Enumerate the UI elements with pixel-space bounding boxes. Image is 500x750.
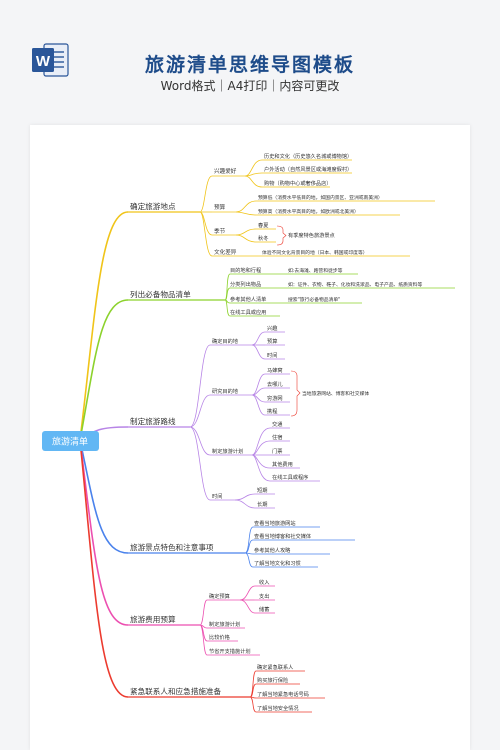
svg-text:收入: 收入 <box>259 578 269 586</box>
branch-6-label[interactable]: 紧急联系人和应急措施准备 <box>130 686 222 696</box>
svg-text:预算: 预算 <box>214 203 226 211</box>
svg-text:其他费用: 其他费用 <box>272 460 293 468</box>
svg-text:马蜂窝: 马蜂窝 <box>267 366 283 374</box>
svg-text:户外活动（自然风景区或海滩度假村）: 户外活动（自然风景区或海滩度假村） <box>264 165 352 173</box>
svg-text:春夏: 春夏 <box>258 221 269 229</box>
word-logo-letter: W <box>36 53 51 70</box>
svg-text:门票: 门票 <box>272 447 282 455</box>
svg-text:时间: 时间 <box>267 351 277 359</box>
svg-text:查看当地旅游网站: 查看当地旅游网站 <box>254 519 296 527</box>
svg-text:秋冬: 秋冬 <box>258 234 268 242</box>
svg-text:研究目的地: 研究目的地 <box>212 387 238 395</box>
svg-text:搜索"旅行必备物品清单": 搜索"旅行必备物品清单" <box>288 296 340 303</box>
svg-text:交通: 交通 <box>272 420 283 428</box>
svg-text:体验不同文化背景目的地（日本、韩国或印度等）: 体验不同文化背景目的地（日本、韩国或印度等） <box>262 249 368 256</box>
root-node[interactable] <box>42 431 99 451</box>
header: W 旅游清单思维导图模板 Word格式｜A4打印｜内容可更改 <box>0 0 500 110</box>
page-subtitle: Word格式｜A4打印｜内容可更改 <box>160 79 340 93</box>
svg-text:节省开支措施计划: 节省开支措施计划 <box>209 647 251 655</box>
branch-2-label[interactable]: 列出必备物品清单 <box>130 289 191 299</box>
svg-text:目的地和行程: 目的地和行程 <box>230 266 261 274</box>
mindmap: 旅游清单 确定旅游地点 <box>42 152 455 713</box>
svg-text:分类列出物品: 分类列出物品 <box>230 280 261 288</box>
svg-text:住宿: 住宿 <box>272 433 282 441</box>
branch-line-5 <box>79 439 129 626</box>
svg-text:比较价格: 比较价格 <box>209 633 231 641</box>
svg-text:查看当地博客和社交媒体: 查看当地博客和社交媒体 <box>254 532 312 540</box>
branch-5-label[interactable]: 旅游费用预算 <box>130 614 176 624</box>
word-icon: W <box>32 43 69 77</box>
svg-text:如：证件、衣物、鞋子、化妆和洗漱品、电子产品、纸质资料等: 如：证件、衣物、鞋子、化妆和洗漱品、电子产品、纸质资料等 <box>288 281 423 288</box>
branch-4: 旅游景点特色和注意事项 查看当地旅游网站 查看当地博客和社交媒体 参考其他人攻略… <box>128 519 355 568</box>
branch-line-1 <box>79 211 129 441</box>
svg-text:预算低（消费水平低目的地，如国内景区、亚洲或南美洲）: 预算低（消费水平低目的地，如国内景区、亚洲或南美洲） <box>258 194 383 201</box>
branch-line-6 <box>79 439 129 698</box>
svg-text:支出: 支出 <box>259 592 269 600</box>
svg-text:购物（购物中心或奢侈品店）: 购物（购物中心或奢侈品店） <box>264 179 331 187</box>
svg-text:确定目的地: 确定目的地 <box>212 337 238 345</box>
branch-1-label[interactable]: 确定旅游地点 <box>130 201 176 211</box>
branch-3-label[interactable]: 制定旅游路线 <box>130 416 176 426</box>
svg-text:在线工具或应用: 在线工具或应用 <box>230 308 266 316</box>
svg-text:参考其他人攻略: 参考其他人攻略 <box>254 546 291 554</box>
root-label: 旅游清单 <box>52 436 88 448</box>
svg-text:长期: 长期 <box>257 500 267 508</box>
svg-text:有季度特色旅游景点: 有季度特色旅游景点 <box>288 231 335 239</box>
svg-text:确定紧急联系人: 确定紧急联系人 <box>257 663 293 671</box>
branch-6: 紧急联系人和应急措施准备 确定紧急联系人 购买旅行保险 了解当地紧急电话号码 了… <box>128 663 325 713</box>
svg-text:制定旅游计划: 制定旅游计划 <box>209 620 240 628</box>
svg-text:储蓄: 储蓄 <box>259 605 269 613</box>
svg-text:去哪儿: 去哪儿 <box>267 380 283 388</box>
svg-text:参考其他人清单: 参考其他人清单 <box>230 295 266 303</box>
svg-text:季节: 季节 <box>214 227 226 235</box>
svg-text:携程: 携程 <box>267 407 277 415</box>
svg-text:历史和文化（历史悠久名城或博物馆）: 历史和文化（历史悠久名城或博物馆） <box>264 152 352 160</box>
svg-text:如:去海滩、路营和徒步等: 如:去海滩、路营和徒步等 <box>288 267 343 274</box>
branch-line-2 <box>79 299 129 441</box>
svg-text:制定旅游计划: 制定旅游计划 <box>212 447 243 455</box>
svg-text:兴趣爱好: 兴趣爱好 <box>214 167 237 175</box>
svg-text:兴趣: 兴趣 <box>267 324 277 332</box>
svg-text:预算: 预算 <box>267 337 277 345</box>
branch-2: 列出必备物品清单 目的地和行程 如:去海滩、路营和徒步等 分类列出物品 如：证件… <box>128 266 455 317</box>
branch-4-label[interactable]: 旅游景点特色和注意事项 <box>130 542 214 552</box>
branch-line-4 <box>79 439 129 554</box>
svg-text:了解当地文化和习惯: 了解当地文化和习惯 <box>254 559 301 567</box>
svg-text:确定预算: 确定预算 <box>209 592 230 600</box>
svg-text:穷游网: 穷游网 <box>267 394 283 402</box>
page-title: 旅游清单思维导图模板 <box>144 54 355 76</box>
svg-text:当地旅游网站、博客和社交媒体: 当地旅游网站、博客和社交媒体 <box>302 390 369 397</box>
svg-text:了解当地安全情况: 了解当地安全情况 <box>257 704 299 712</box>
branch-1: 确定旅游地点 兴趣爱好 历史和文 <box>128 152 435 257</box>
svg-text:在线工具或程序: 在线工具或程序 <box>272 473 308 481</box>
svg-text:购买旅行保险: 购买旅行保险 <box>257 676 289 684</box>
svg-text:预算高（消费水平高目的地，如欧洲或北美洲）: 预算高（消费水平高目的地，如欧洲或北美洲） <box>258 208 359 215</box>
branch-3: 制定旅游路线 <box>128 324 369 509</box>
branch-5: 旅游费用预算 确定预算 收入 支出 储蓄 制定旅游计划 比较价格 节省开支措施计… <box>128 578 275 656</box>
svg-text:短期: 短期 <box>257 486 267 494</box>
svg-text:文化差异: 文化差异 <box>214 248 237 256</box>
svg-text:时间: 时间 <box>212 492 222 500</box>
svg-text:了解当地紧急电话号码: 了解当地紧急电话号码 <box>257 690 309 698</box>
